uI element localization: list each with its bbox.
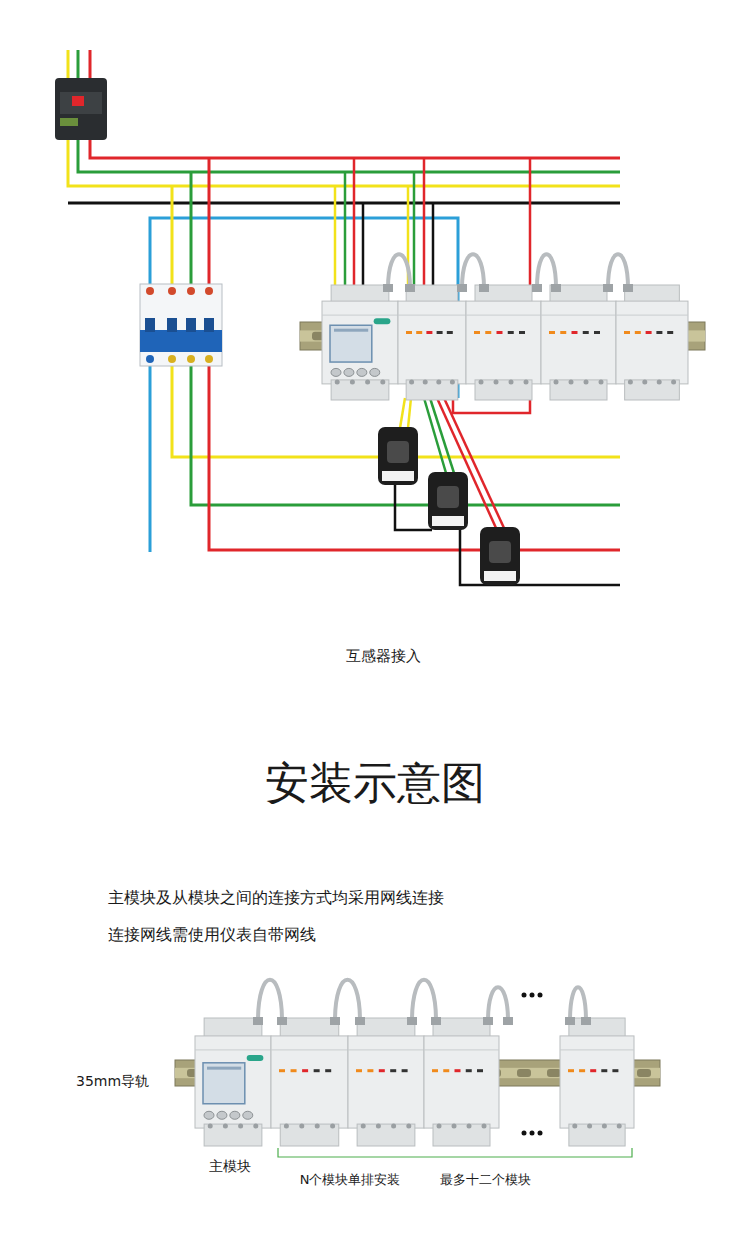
current-transformer bbox=[480, 527, 520, 585]
wire bbox=[78, 50, 620, 172]
range-bracket bbox=[278, 1148, 632, 1157]
rj45-plug bbox=[407, 1017, 417, 1025]
slave-module bbox=[424, 1018, 499, 1146]
wire bbox=[209, 158, 620, 550]
slave-module bbox=[398, 285, 466, 400]
network-cable bbox=[488, 987, 508, 1021]
wire bbox=[191, 172, 620, 505]
wire bbox=[362, 203, 365, 288]
rj45-plug bbox=[551, 284, 561, 292]
rj45-plug bbox=[277, 1017, 287, 1025]
slave-module bbox=[348, 1018, 424, 1146]
rj45-plug bbox=[603, 284, 613, 292]
wire bbox=[460, 525, 620, 585]
wire bbox=[344, 172, 347, 288]
current-transformer bbox=[378, 427, 418, 485]
rj45-plug bbox=[532, 284, 542, 292]
ellipsis-dot bbox=[522, 1131, 527, 1136]
slave-module bbox=[271, 1018, 348, 1146]
wire bbox=[90, 50, 620, 158]
wire bbox=[400, 398, 405, 428]
network-cable bbox=[388, 254, 410, 288]
wire bbox=[408, 398, 411, 428]
rj45-plug bbox=[253, 1017, 263, 1025]
main-module bbox=[195, 1018, 271, 1146]
note: 主模块及从模块之间的连接方式均采用网线连接 bbox=[108, 888, 444, 907]
main-module bbox=[322, 285, 398, 400]
wire bbox=[353, 158, 356, 288]
wire bbox=[172, 186, 620, 457]
wire bbox=[395, 480, 432, 530]
network-cable bbox=[537, 254, 556, 288]
network-cable bbox=[412, 980, 436, 1021]
wire bbox=[334, 186, 337, 288]
rail-label: 35mm导轨 bbox=[76, 1073, 149, 1090]
range-label: 最多十二个模块 bbox=[440, 1172, 531, 1188]
ellipsis-dot bbox=[538, 993, 543, 998]
module-label: 主模块 bbox=[209, 1158, 251, 1175]
section-title: 安装示意图 bbox=[265, 757, 485, 810]
slave-module bbox=[541, 285, 616, 400]
rj45-plug bbox=[479, 284, 489, 292]
rj45-plug bbox=[431, 1017, 441, 1025]
wire bbox=[150, 218, 458, 552]
rj45-plug bbox=[355, 1017, 365, 1025]
network-cable bbox=[608, 254, 628, 288]
rj45-plug bbox=[503, 1017, 513, 1025]
wire bbox=[432, 203, 435, 288]
rj45-plug bbox=[405, 284, 415, 292]
rj45-plug bbox=[483, 1017, 493, 1025]
network-cable bbox=[258, 980, 282, 1021]
range-label: N个模块单排安装 bbox=[300, 1172, 401, 1188]
rj45-plug bbox=[383, 284, 393, 292]
network-cable bbox=[570, 987, 586, 1021]
wire bbox=[413, 172, 416, 288]
rj45-plug bbox=[623, 284, 633, 292]
main-breaker bbox=[55, 78, 107, 140]
network-cable bbox=[462, 254, 484, 288]
rj45-plug bbox=[457, 284, 467, 292]
ellipsis-dot bbox=[530, 993, 535, 998]
current-transformer bbox=[428, 472, 468, 530]
wire bbox=[68, 50, 620, 186]
rj45-plug bbox=[330, 1017, 340, 1025]
slave-module bbox=[466, 285, 541, 400]
ellipsis-dot bbox=[530, 1131, 535, 1136]
slave-module bbox=[616, 285, 688, 400]
slave-module bbox=[560, 1018, 634, 1146]
rj45-plug bbox=[565, 1017, 575, 1025]
rj45-plug bbox=[581, 1017, 591, 1025]
figure-caption: 互感器接入 bbox=[346, 647, 421, 665]
network-cable bbox=[335, 980, 360, 1021]
note: 连接网线需使用仪表自带网线 bbox=[108, 925, 316, 944]
wire bbox=[423, 158, 426, 288]
ellipsis-dot bbox=[522, 993, 527, 998]
ellipsis-dot bbox=[538, 1131, 543, 1136]
miniature-breaker bbox=[140, 284, 222, 366]
